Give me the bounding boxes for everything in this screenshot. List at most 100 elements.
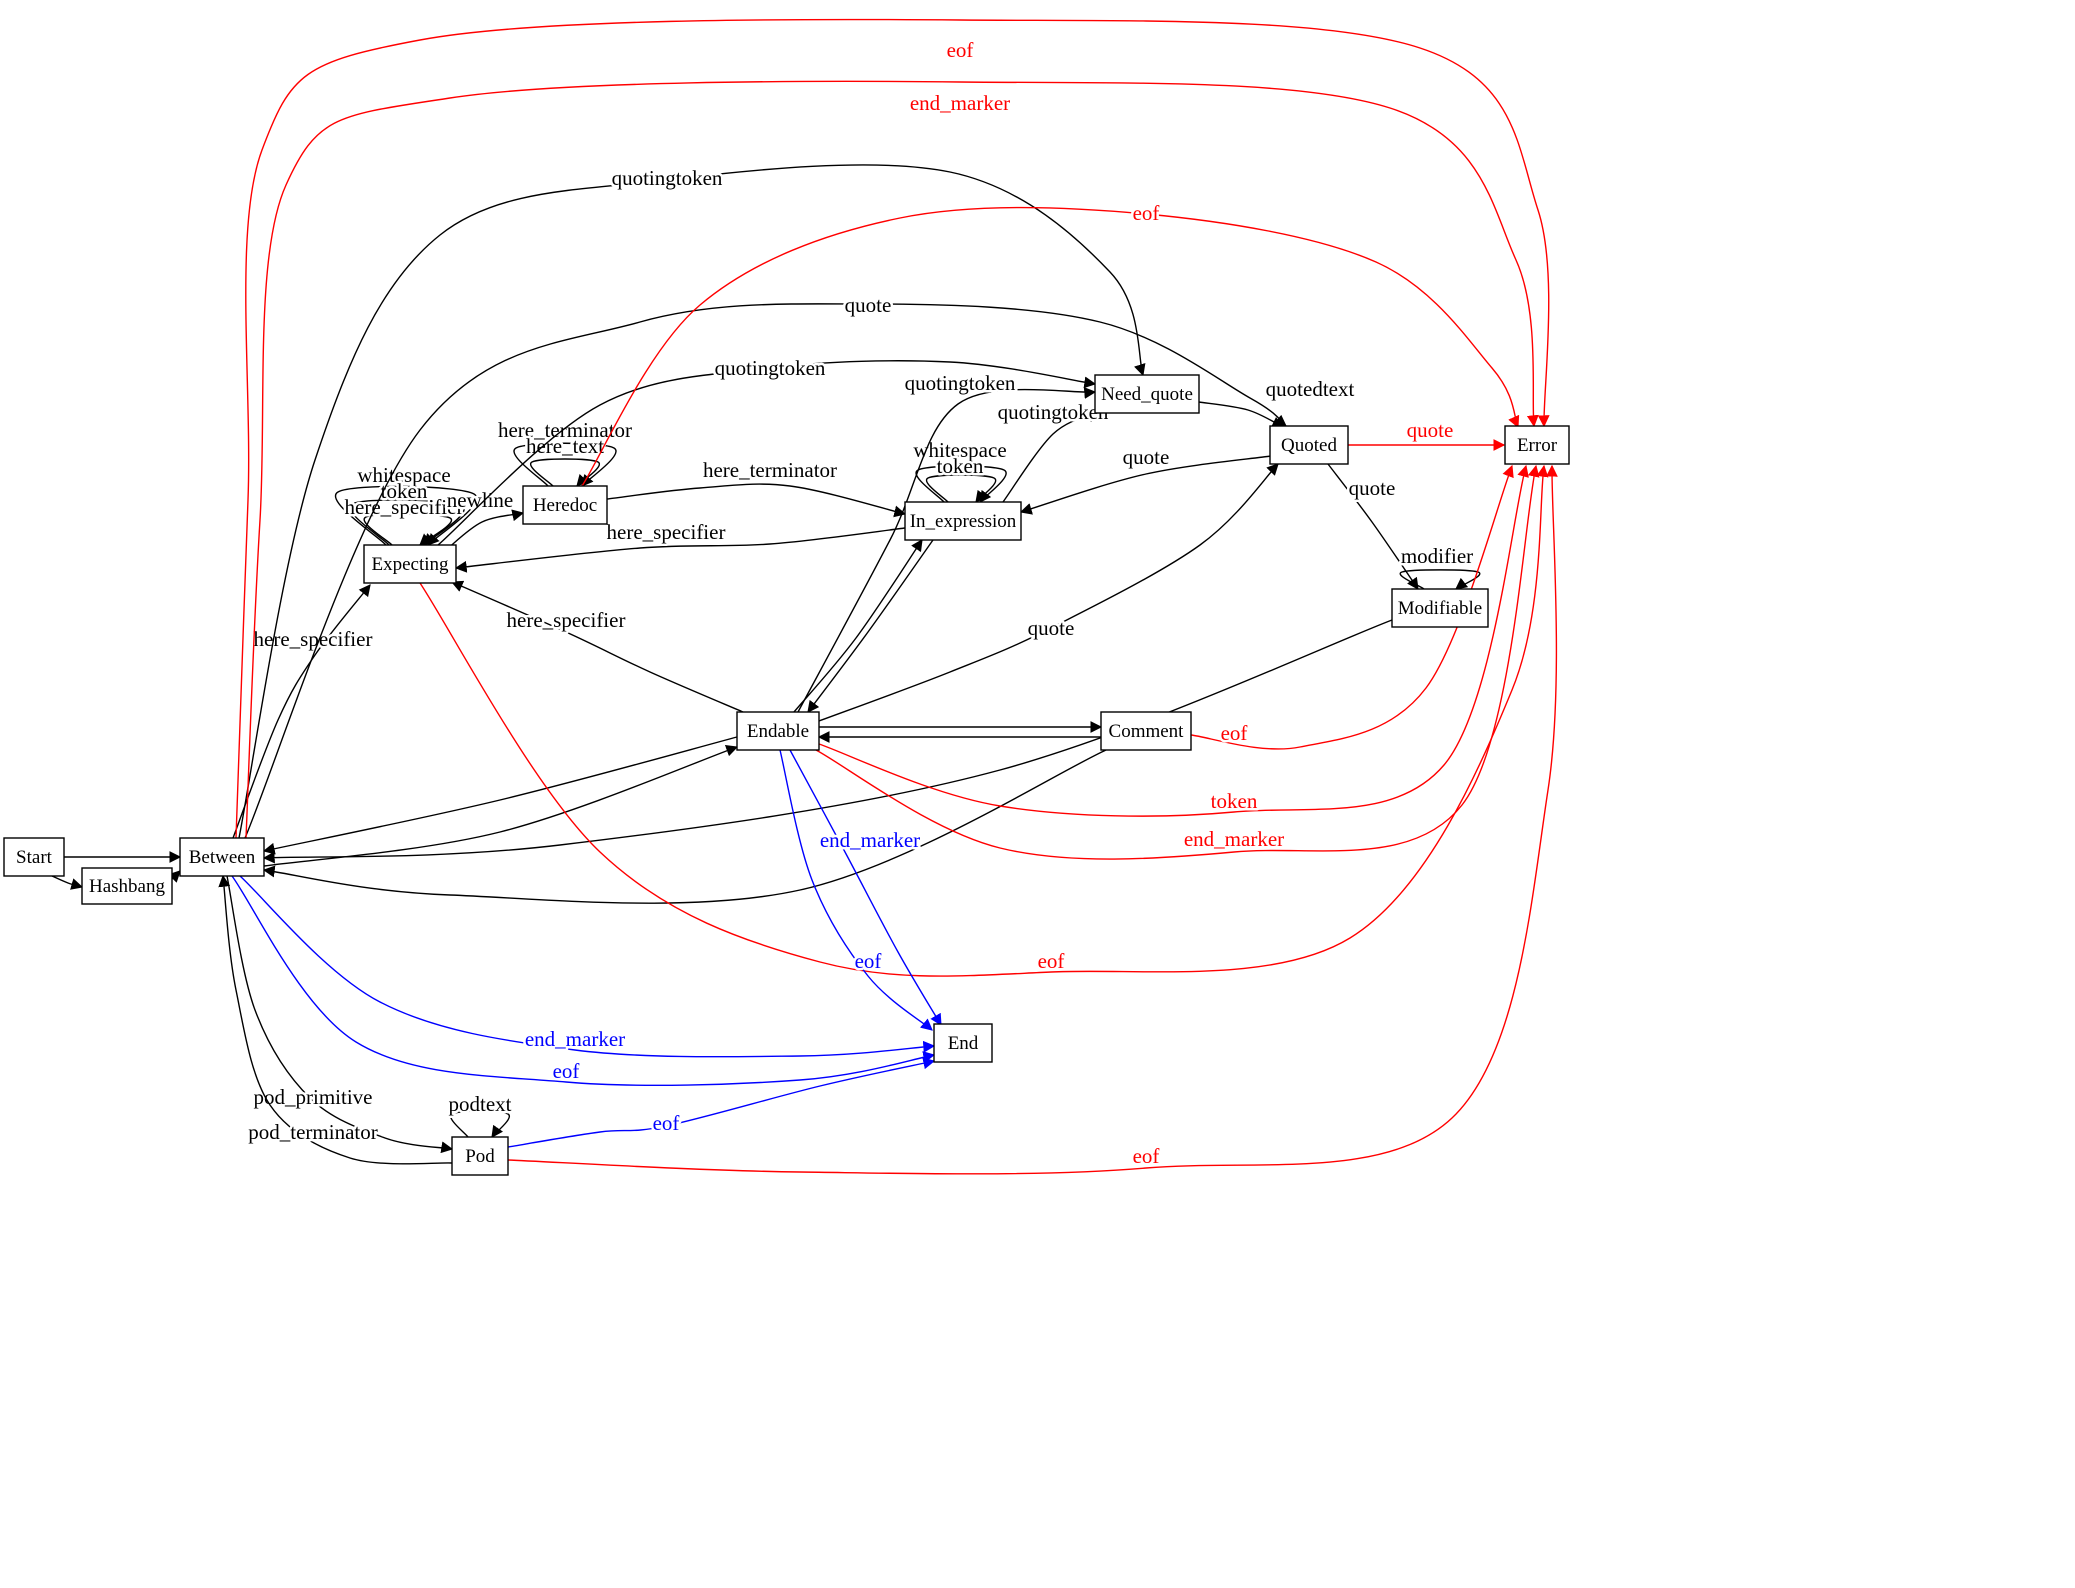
- edge-pod-pod: podtext: [446, 1090, 514, 1138]
- node-box: [363, 544, 457, 584]
- edge-path: [529, 458, 601, 487]
- node-label: End: [948, 1033, 979, 1054]
- edge-path: [1190, 464, 1514, 750]
- edge-start-hashbang: [51, 875, 84, 890]
- edge-label: quote: [1028, 616, 1075, 640]
- edge-label: end_marker: [525, 1027, 625, 1051]
- edge-path: [235, 18, 1550, 839]
- edge-label: here_specifier: [607, 520, 726, 544]
- node-box: [451, 1136, 509, 1176]
- edge-path: [454, 527, 906, 573]
- node-between: Between: [179, 837, 265, 877]
- edge-label: quotingtoken: [612, 166, 723, 190]
- edge-between-error: end_marker: [245, 80, 1539, 839]
- edge-endable-need_quote: quotingtoken: [797, 369, 1097, 713]
- edge-label: quote: [1349, 476, 1396, 500]
- edge-heredoc-heredoc: here_terminator: [495, 416, 635, 487]
- edge-in_expression-expecting: here_specifier: [454, 518, 906, 573]
- edge-modifiable-between: [262, 619, 1393, 864]
- edge-between-endable: [263, 745, 739, 867]
- edge-path: [507, 1057, 936, 1148]
- edge-path: [419, 464, 1549, 977]
- edge-expecting-need_quote: quotingtoken: [437, 354, 1097, 546]
- edge-heredoc-error: eof: [581, 199, 1520, 487]
- edge-label: eof: [1133, 201, 1160, 225]
- edge-path: [507, 464, 1558, 1175]
- edge-endable-quoted: quote: [818, 463, 1279, 722]
- edge-label: quote: [1407, 418, 1454, 442]
- node-label: Pod: [465, 1146, 495, 1167]
- node-heredoc: Heredoc: [522, 485, 608, 525]
- node-in_expression: In_expression: [904, 501, 1022, 541]
- edge-label: eof: [1221, 721, 1248, 745]
- edge-path: [925, 474, 997, 503]
- edge-label: end_marker: [910, 91, 1010, 115]
- edge-expecting-error: eof: [419, 464, 1549, 977]
- edge-path: [244, 303, 1287, 839]
- edge-label: pod_primitive: [254, 1085, 373, 1109]
- edge-label: here_terminator: [703, 458, 837, 482]
- edge-expecting-expecting: whitespace: [334, 461, 478, 546]
- node-label: Comment: [1109, 721, 1185, 742]
- edge-path: [915, 465, 1007, 503]
- node-label: Heredoc: [533, 495, 597, 516]
- edge-label: token: [381, 479, 428, 503]
- edge-expecting-expecting: token: [349, 477, 465, 546]
- node-start: Start: [3, 837, 65, 877]
- edge-path: [334, 485, 478, 546]
- edge-label: here_text: [526, 434, 604, 458]
- edge-path: [245, 80, 1539, 839]
- edge-label: eof: [947, 38, 974, 62]
- node-comment: Comment: [1100, 711, 1192, 751]
- edge-label: quotedtext: [1266, 377, 1355, 401]
- edge-path: [239, 875, 936, 1058]
- edge-path: [797, 386, 1097, 713]
- node-need_quote: Need_quote: [1094, 374, 1200, 414]
- node-label: In_expression: [910, 511, 1017, 532]
- edge-path: [51, 875, 84, 890]
- edge-label: quote: [845, 293, 892, 317]
- edge-comment-error: eof: [1190, 464, 1514, 750]
- node-label: Quoted: [1281, 435, 1337, 456]
- node-box: [522, 485, 608, 525]
- node-label: Modifiable: [1398, 598, 1482, 619]
- edge-label: eof: [1133, 1144, 1160, 1168]
- node-box: [81, 867, 173, 905]
- edge-label: podtext: [449, 1092, 512, 1116]
- edge-in_expression-in_expression: token: [925, 452, 997, 503]
- node-quoted: Quoted: [1269, 425, 1349, 465]
- edge-comment-between: [262, 749, 1107, 904]
- edge-heredoc-in_expression: here_terminator: [606, 456, 907, 518]
- edge-path: [1327, 463, 1419, 590]
- edge-in_expression-endable: [807, 539, 934, 713]
- edge-label: quotingtoken: [715, 356, 826, 380]
- edge-quoted-error: quote: [1348, 416, 1506, 451]
- edge-path: [449, 1110, 511, 1138]
- edge-path: [1198, 401, 1285, 428]
- edge-path: [437, 360, 1097, 546]
- edge-path: [226, 875, 454, 1154]
- edge-label: whitespace: [357, 463, 450, 487]
- edge-path: [793, 539, 923, 713]
- edge-label: modifier: [1401, 544, 1473, 568]
- edge-path: [1002, 411, 1100, 503]
- edge-in_expression-need_quote: quotingtoken: [995, 398, 1111, 503]
- edge-path: [349, 499, 465, 546]
- node-endable: Endable: [736, 711, 820, 751]
- edge-path: [168, 870, 181, 883]
- edge-path: [818, 464, 1529, 817]
- edge-path: [218, 874, 453, 1165]
- edge-path: [446, 509, 525, 550]
- edge-heredoc-heredoc: here_text: [523, 432, 607, 487]
- node-box: [736, 711, 820, 751]
- edge-expecting-expecting: here_specifier: [342, 493, 466, 546]
- node-label: Need_quote: [1101, 384, 1193, 405]
- edge-label: quotingtoken: [998, 400, 1109, 424]
- edge-path: [779, 749, 933, 1031]
- node-box: [3, 837, 65, 877]
- edge-label: token: [937, 454, 984, 478]
- edge-path: [238, 164, 1146, 839]
- edge-label: newline: [447, 488, 513, 512]
